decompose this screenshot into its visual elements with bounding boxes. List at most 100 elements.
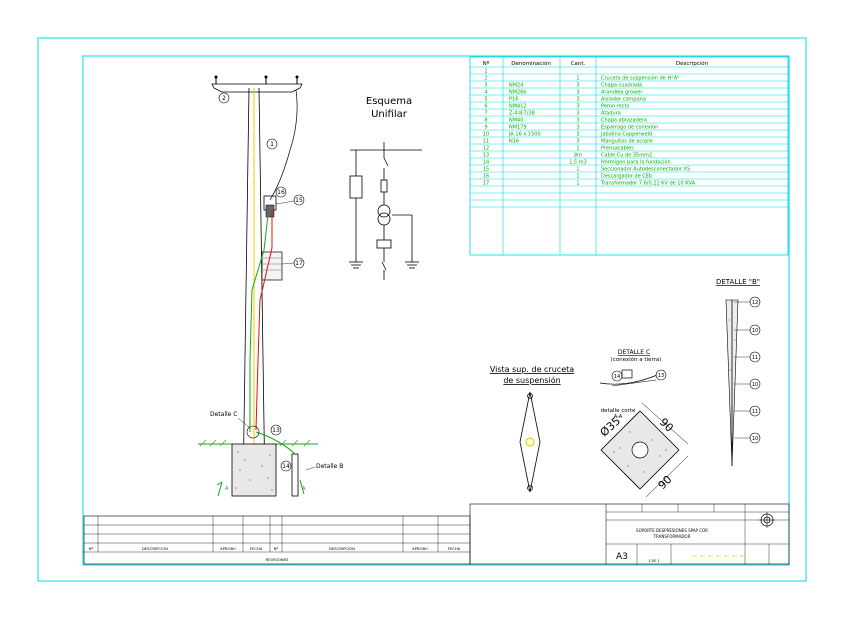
detail-b-bubble	[749, 324, 761, 336]
title-size: A3	[616, 552, 628, 562]
detail-b-label: 10	[752, 328, 758, 334]
table-cell-cant: 3	[576, 97, 579, 103]
schema-title-2: Unifilar	[371, 109, 408, 120]
detail-b-bubble	[749, 405, 761, 417]
detail-b-bubble	[749, 351, 761, 363]
detail-b-bubble	[749, 432, 761, 444]
rev-col-desc: DESCRIPCION	[142, 546, 168, 551]
detail-c-callout-14: 14	[614, 374, 620, 380]
detail-b-label: 11	[752, 409, 758, 415]
table-cell-no: 16	[483, 174, 489, 180]
table-cell-desc: Atadura	[601, 111, 621, 117]
table-cell-denom: NM40	[509, 118, 523, 124]
table-cell-no: 11	[483, 139, 489, 145]
table-cell-denom: NM26b	[509, 90, 527, 96]
table-cell-no: 1	[484, 69, 487, 75]
table-cell-denom: NM179	[509, 125, 527, 131]
table-cell-desc: Arandela grower	[601, 90, 643, 96]
table-cell-no: 17	[483, 181, 489, 187]
detail-b-bubble	[749, 296, 761, 308]
table-cell-denom: P16	[509, 97, 518, 103]
vista-title-2: de suspensión	[503, 375, 560, 385]
table-cell-denom: NM24	[509, 83, 523, 89]
table-cell-no: 14	[483, 160, 489, 166]
inner-frame	[82, 55, 790, 566]
table-cell-no: 4	[484, 90, 487, 96]
detail-b-label: 12	[752, 300, 758, 306]
table-cell-no: 8	[484, 118, 487, 124]
table-cell-cant: 1	[576, 146, 579, 152]
detail-c-title: DETALLE C	[618, 349, 650, 356]
table-cell-cant: 3	[576, 139, 579, 145]
table-cell-cant: 3	[576, 118, 579, 124]
rev-col-fecha2: FECHA	[448, 546, 461, 551]
title-line-1: SOPORTE DESPRESIONES SPAP COR	[636, 528, 708, 533]
table-cell-cant: 3	[576, 83, 579, 89]
single-line-diagram: Esquema Unifilar	[349, 96, 422, 280]
callout-2: 2	[222, 95, 226, 102]
table-header-no: Nº	[483, 60, 490, 67]
table-cell-cant: 8m	[574, 153, 582, 159]
table-cell-no: 7	[484, 111, 487, 117]
table-cell-desc: Chapa abrazadera	[601, 118, 647, 124]
table-cell-cant: 3	[576, 132, 579, 138]
table-cell-desc: Cruceta de suspensión de H°A°	[601, 75, 680, 82]
section-detail: detalle corte A-A Ø35 90 90	[598, 402, 689, 498]
corte-dim-side: 90	[656, 473, 675, 492]
table-cell-no: 2	[484, 76, 487, 82]
rev-col-fecha: FECHA	[250, 546, 263, 551]
table-cell-denom: JA 16 x 1500	[508, 132, 541, 138]
detail-b-label: 10	[752, 436, 758, 442]
table-cell-denom: NM412	[509, 104, 527, 110]
rev-col-desc2: DESCRIPCION	[329, 546, 355, 551]
detail-b-title: DETALLE "B"	[716, 278, 760, 286]
rev-col-no2: Nº	[274, 546, 279, 551]
table-cell-no: 12	[483, 146, 489, 152]
table-cell-cant: 1	[576, 167, 579, 173]
detail-b: DETALLE "B" 12 10 11 10 11 10	[716, 278, 761, 467]
callout-17: 17	[295, 260, 303, 267]
table-cell-no: 6	[484, 104, 487, 110]
table-cell-cant: 3	[576, 104, 579, 110]
table-cell-desc: Chapa cuadrada	[601, 83, 642, 89]
detail-c-subtitle: (conexión a tierra)	[611, 356, 662, 363]
table-cell-desc: Cable Cu de 35mm2	[601, 153, 652, 159]
detail-c: DETALLE C (conexión a tierra) 14 13	[599, 349, 667, 387]
vista-title-1: Vista sup. de cruceta	[490, 365, 574, 374]
detail-b-label: 11	[752, 355, 758, 361]
table-cell-desc: Aislador campana	[601, 97, 646, 103]
title-sheet: 1 DE 1	[648, 559, 660, 563]
callout-16: 16	[277, 189, 285, 196]
table-cell-no: 9	[484, 125, 487, 131]
table-cell-cant: 3	[576, 90, 579, 96]
table-cell-desc: Manguitos de acople	[601, 139, 653, 145]
detail-b-label: 10	[752, 382, 758, 388]
table-cell-desc: Hormigon para la fundación	[601, 159, 671, 166]
table-cell-cant: 3	[576, 111, 579, 117]
callout-13: 13	[272, 427, 280, 434]
table-cell-desc: Perno recto	[601, 104, 630, 110]
detalle-c-ref: Detalle C	[210, 411, 237, 418]
callout-1: 1	[270, 141, 274, 148]
table-cell-cant: 3	[576, 125, 579, 131]
table-cell-desc: Seccionador Autodesconectador XS	[601, 167, 690, 173]
callout-14: 14	[282, 463, 290, 470]
projection-symbol-icon	[759, 512, 775, 528]
crossarm-top-view: Vista sup. de cruceta de suspensión	[490, 365, 574, 493]
table-cell-desc: Jabalina Copperweld	[600, 132, 652, 138]
corte-title: detalle corte	[601, 408, 636, 414]
table-header-cant: Cant.	[571, 61, 586, 67]
table-cell-desc: Esparrago de conexión	[601, 124, 658, 131]
table-cell-desc: Prensacables	[601, 146, 634, 152]
table-cell-denom: Z-4-8-T/38	[509, 111, 535, 117]
table-cell-no: 15	[483, 167, 489, 173]
table-header-denom: Denominación	[511, 60, 551, 67]
detail-c-callout-13: 13	[658, 373, 664, 379]
pole-elevation	[198, 75, 318, 497]
rev-footer: REVISIONES	[266, 557, 290, 562]
outer-frame	[37, 37, 807, 582]
table-cell-desc: Descargador de CEb	[601, 174, 652, 180]
title-line-2: TRANSFORMADOR	[653, 534, 691, 539]
